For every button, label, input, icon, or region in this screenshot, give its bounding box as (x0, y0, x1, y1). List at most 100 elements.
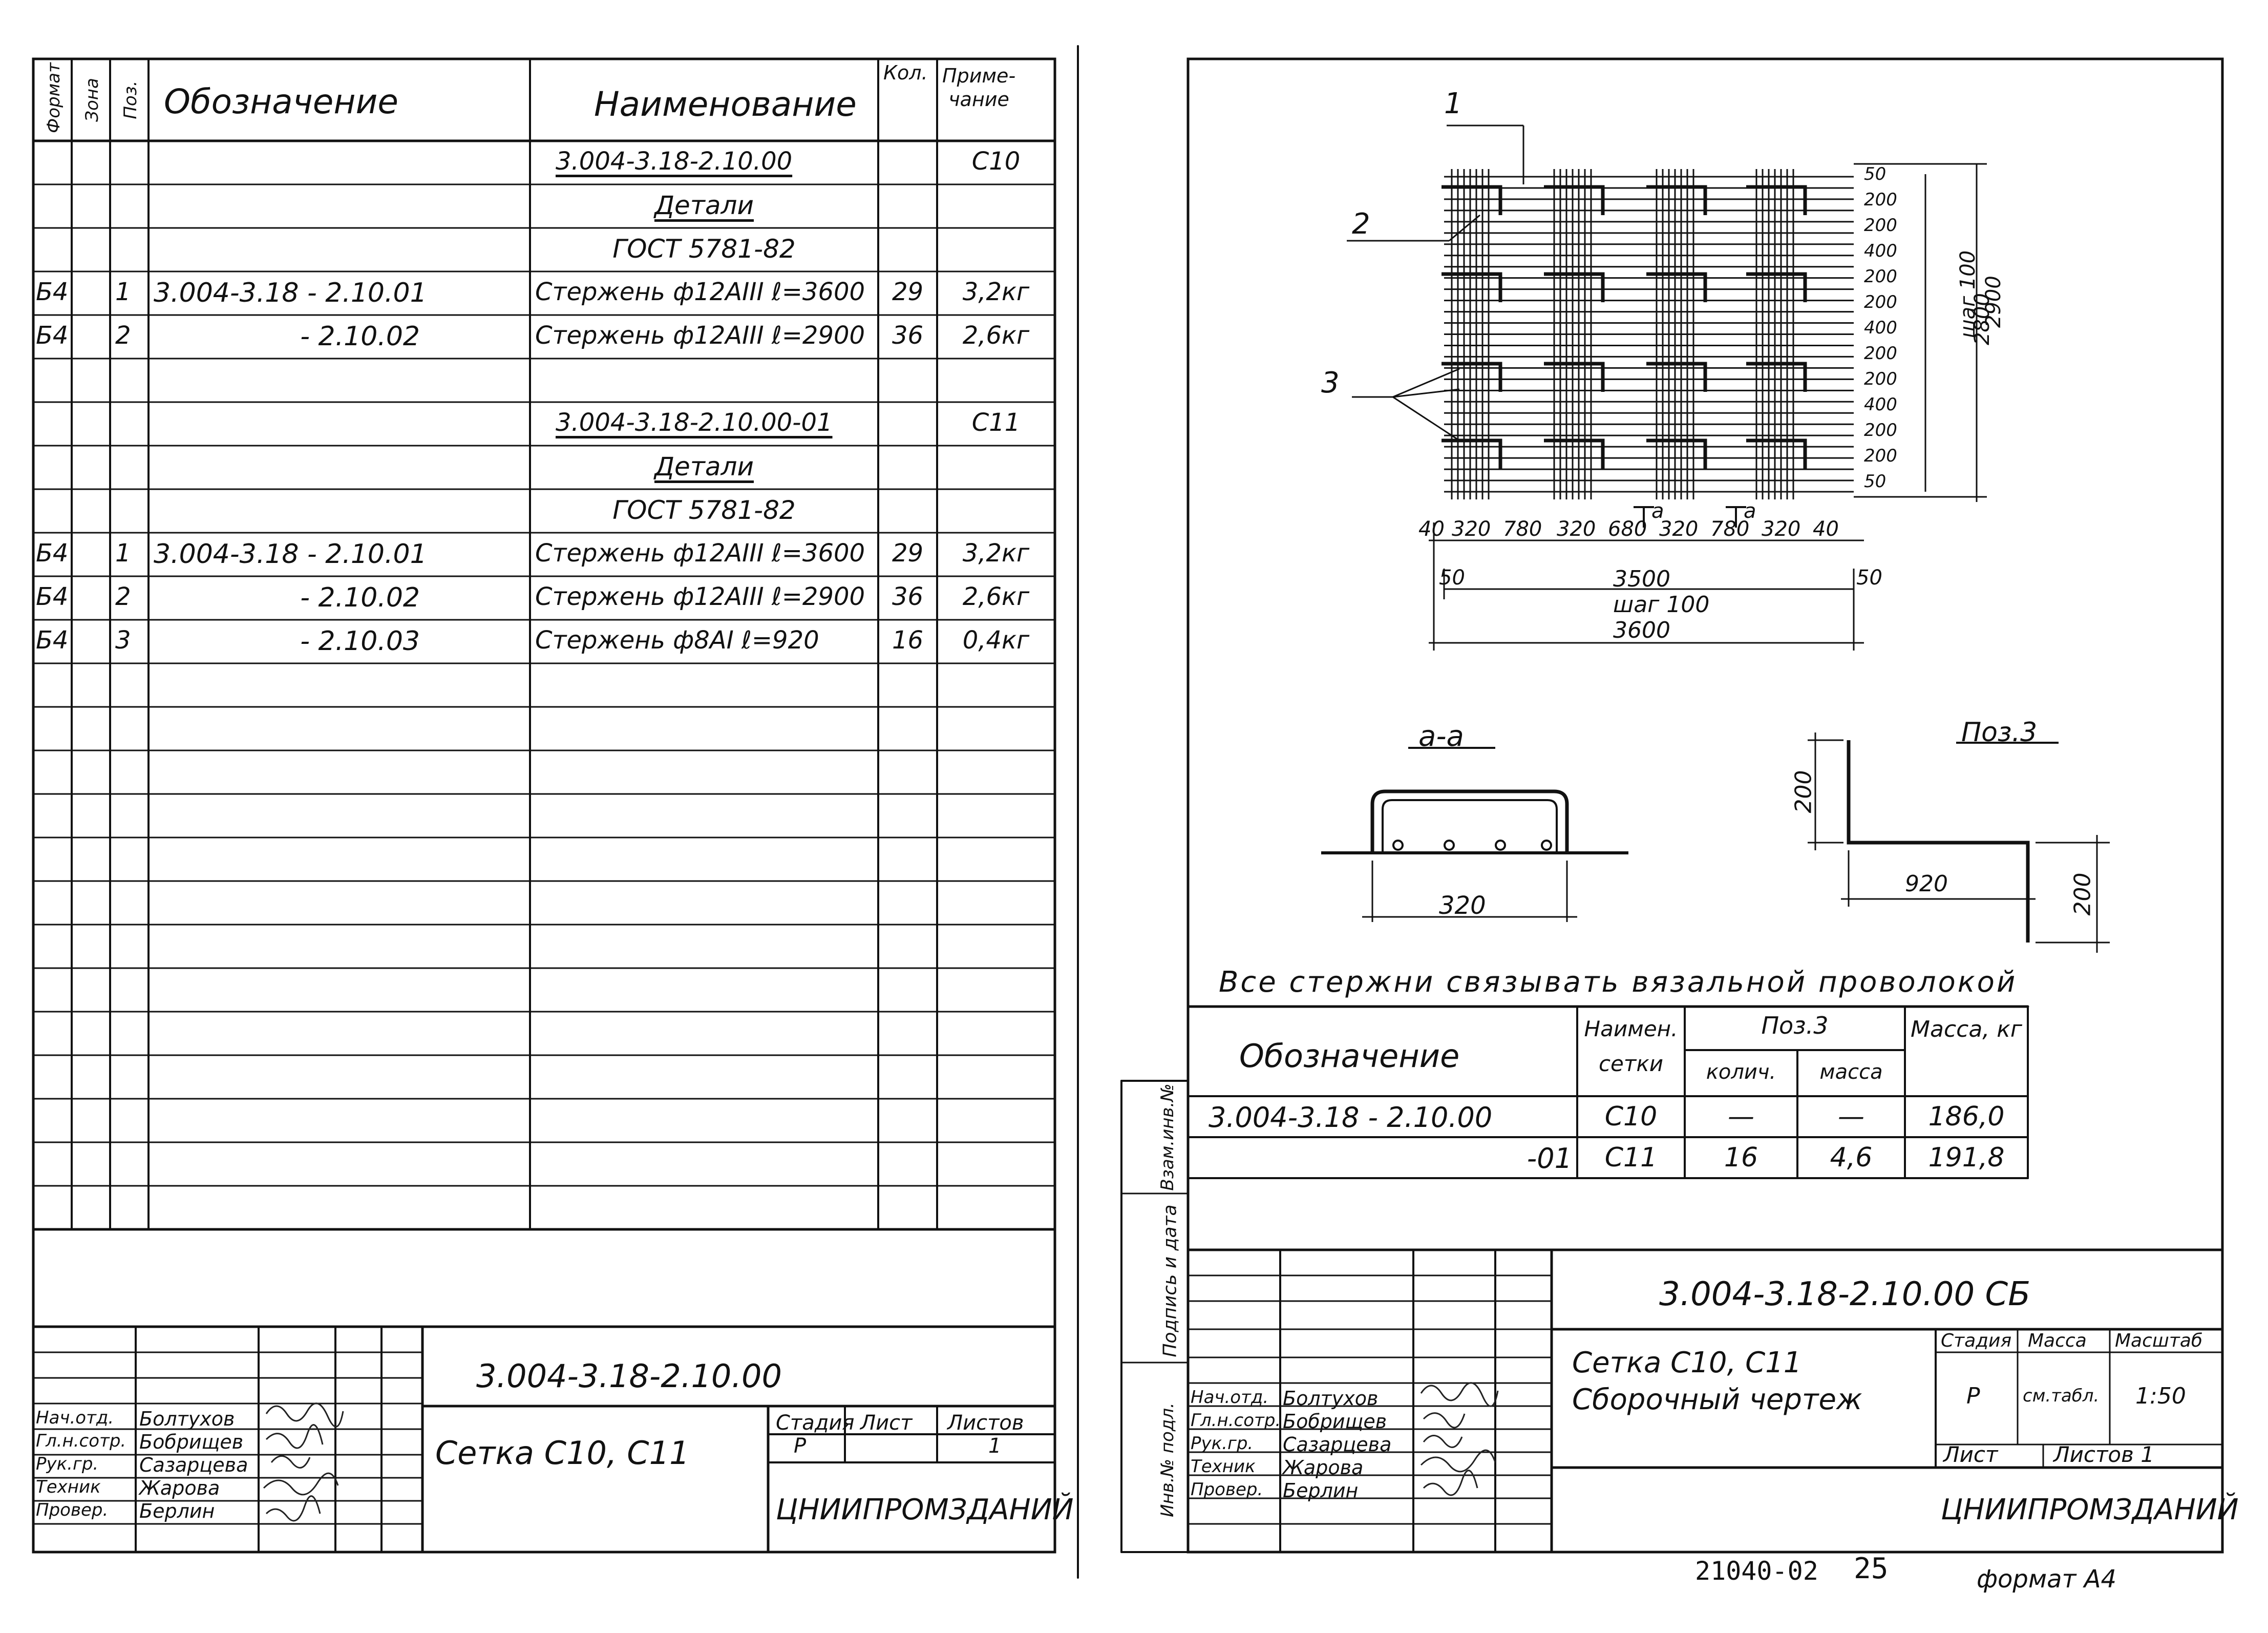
pos3-dim-h: 200 (1790, 770, 1817, 813)
right-dim-label: 200 (1864, 292, 1897, 312)
signatures (263, 1382, 1499, 1522)
mesh-plan (1347, 124, 1987, 651)
right-code: 3.004-3.18-2.10.00 СБ (1659, 1275, 2031, 1313)
right-stage-label: Стадия (1941, 1330, 2012, 1351)
right-dim-label: 200 (1864, 343, 1897, 364)
person-role: Рук.гр. (1191, 1433, 1254, 1454)
row-pos: 2 (115, 582, 131, 611)
row-designation: 3.004-3.18 - 2.10.01 (154, 278, 427, 308)
row-format: Б4 (36, 582, 69, 611)
section-mark-right: а (1744, 499, 1756, 523)
person-name: Жарова (1283, 1456, 1364, 1479)
left-header-name: Наименование (594, 85, 857, 124)
right-org: ЦНИИПРОМЗДАНИЙ (1941, 1493, 2239, 1526)
person-role: Гл.н.сотр. (1191, 1410, 1281, 1431)
mt-name: С11 (1604, 1142, 1658, 1173)
person-name: Сазарцева (139, 1454, 248, 1476)
row-name: 3.004-3.18-2.10.00 (556, 147, 793, 176)
bottom-dim-label: 320 (1659, 517, 1699, 541)
left-header-pos: Поз. (120, 80, 141, 119)
dim-3500: 3500 (1613, 566, 1670, 592)
left-sheets-label: Листов (947, 1411, 1024, 1435)
footer-page: 25 (1854, 1552, 1889, 1585)
person-role: Нач.отд. (36, 1408, 114, 1428)
mt-des: 3.004-3.18 - 2.10.00 (1209, 1101, 1493, 1134)
row-name: ГОСТ 5781-82 (612, 495, 796, 525)
right-dim-label: 200 (1864, 420, 1897, 441)
row-format: Б4 (36, 278, 69, 306)
right-stage: Р (1966, 1383, 1980, 1409)
mt-qty: — (1728, 1101, 1754, 1132)
row-qty: 36 (892, 321, 924, 350)
mt-h-total: Масса, кг (1911, 1016, 2022, 1042)
left-stage-label: Стадия (776, 1411, 855, 1435)
mt-qty: 16 (1724, 1142, 1758, 1173)
row-qty: 36 (892, 582, 924, 611)
row-qty: 16 (892, 626, 924, 655)
section-dim: 320 (1439, 891, 1486, 920)
row-designation: 3.004-3.18 - 2.10.01 (154, 539, 427, 570)
row-format: Б4 (36, 321, 69, 350)
mt-h-designation: Обозначение (1239, 1037, 1460, 1075)
side-label-inv: Инв.№ подл. (1157, 1402, 1178, 1517)
row-format: Б4 (36, 539, 69, 568)
person-name: Болтухов (139, 1408, 235, 1430)
right-frame (1186, 57, 2224, 1554)
left-header-format: Формат (44, 62, 64, 133)
mt-name: С10 (1604, 1101, 1658, 1132)
row-note: 2,6кг (962, 321, 1030, 350)
footer-format: формат А4 (1977, 1565, 2117, 1594)
row-qty: 29 (892, 539, 924, 568)
row-name: Стержень ф12АIII ℓ=3600 (535, 278, 865, 306)
person-role: Техник (1191, 1456, 1256, 1477)
row-name: Стержень ф12АIII ℓ=2900 (535, 582, 865, 611)
person-name: Жарова (139, 1477, 220, 1499)
right-dim-label: 200 (1864, 369, 1897, 389)
mt-h-pos3: Поз.3 (1761, 1012, 1829, 1039)
right-mass-label: Масса (2028, 1330, 2087, 1351)
right-dim-label: 200 (1864, 190, 1897, 210)
left-code: 3.004-3.18-2.10.00 (476, 1357, 782, 1395)
left-header-note: Приме- чание (942, 65, 1016, 111)
bottom-dim-label: 320 (1557, 517, 1596, 541)
person-name: Берлин (139, 1500, 215, 1522)
row-name: 3.004-3.18-2.10.00-01 (556, 408, 833, 437)
row-note: С11 (971, 408, 1021, 437)
row-note: 3,2кг (962, 278, 1030, 306)
pos3-detail (1808, 732, 2110, 953)
dim-step: шаг 100 (1613, 592, 1710, 618)
right-sheet-label: Лист (1943, 1442, 1998, 1467)
bottom-dim-label: 780 (1503, 517, 1542, 541)
mt-h-name: Наимен. сетки (1584, 1016, 1678, 1076)
row-designation: - 2.10.02 (300, 321, 420, 352)
row-designation: - 2.10.03 (300, 626, 420, 657)
mt-total: 191,8 (1928, 1142, 2005, 1173)
right-dim-label: 400 (1864, 394, 1897, 415)
bottom-dim-label: 680 (1608, 517, 1647, 541)
left-header-designation: Обозначение (164, 82, 398, 121)
left-org: ЦНИИПРОМЗДАНИЙ (776, 1493, 1074, 1526)
right-scale: 1:50 (2135, 1383, 2186, 1409)
row-note: 0,4кг (962, 626, 1030, 655)
row-note: 3,2кг (962, 539, 1030, 568)
right-title: Сетка С10, С11 Сборочный чертеж (1572, 1346, 1862, 1416)
left-stage: Р (794, 1434, 807, 1458)
row-format: Б4 (36, 626, 69, 655)
overall-2900: 2900 (1982, 276, 2005, 328)
pos3-dim-h2: 200 (2069, 872, 2096, 916)
row-note: 2,6кг (962, 582, 1030, 611)
person-role: Техник (36, 1477, 101, 1497)
row-pos: 3 (115, 626, 131, 655)
bottom-dim-label: 40 (1813, 517, 1839, 541)
bottom-dim-label: 320 (1762, 517, 1801, 541)
row-name: Стержень ф8АI ℓ=920 (535, 626, 819, 655)
person-name: Сазарцева (1283, 1433, 1392, 1456)
left-sheet-label: Лист (860, 1411, 913, 1435)
right-dim-label: 200 (1864, 215, 1897, 236)
row-name: Детали (654, 452, 754, 481)
row-note: С10 (971, 147, 1021, 176)
pos3-dim-w: 920 (1905, 871, 1948, 897)
bottom-dim-label: 40 (1418, 517, 1445, 541)
row-name: Детали (654, 191, 754, 220)
